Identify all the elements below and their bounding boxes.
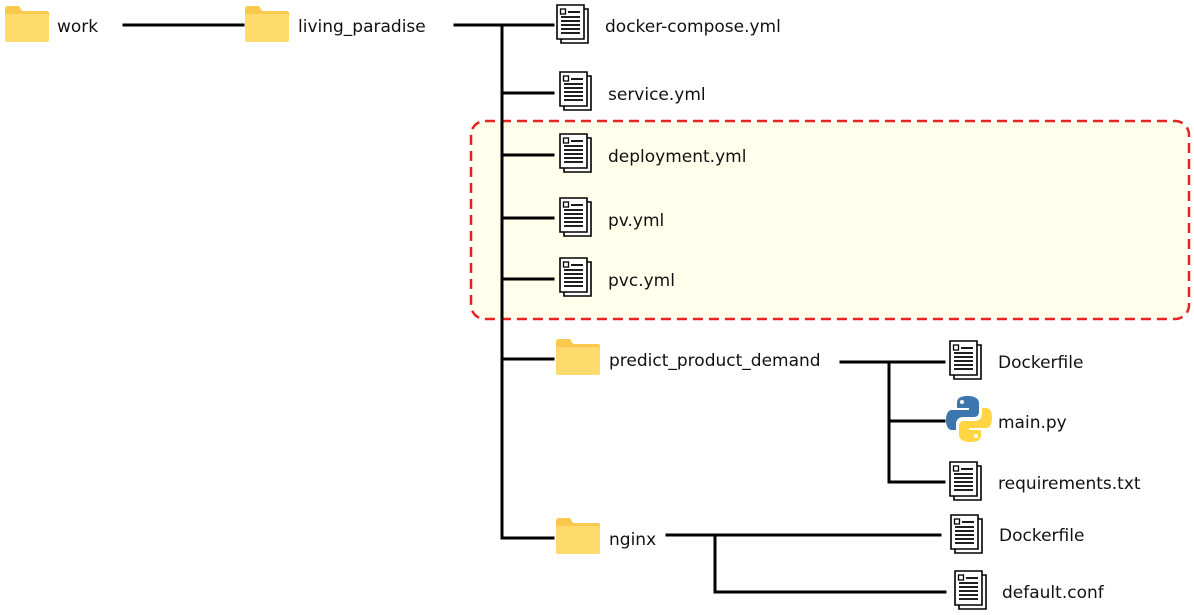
folder-node-work[interactable]: work — [5, 6, 98, 42]
document-icon — [949, 461, 982, 501]
folder-icon — [556, 339, 600, 375]
file-node-nginx-default-conf[interactable]: default.conf — [954, 570, 1105, 610]
document-icon — [559, 71, 592, 111]
file-label-service: service.yml — [608, 85, 706, 105]
file-node-pvc[interactable]: pvc.yml — [559, 257, 675, 297]
folder-label-predict-product-demand: predict_product_demand — [609, 351, 821, 371]
document-icon — [949, 340, 982, 380]
folder-label-living-paradise: living_paradise — [298, 17, 426, 37]
file-label-deployment: deployment.yml — [608, 147, 746, 167]
folder-node-predict-product-demand[interactable]: predict_product_demand — [556, 339, 821, 375]
file-label-pvc: pvc.yml — [608, 271, 675, 291]
file-node-nginx-dockerfile[interactable]: Dockerfile — [950, 514, 1084, 554]
file-label-pv: pv.yml — [608, 211, 664, 231]
file-node-docker-compose[interactable]: docker-compose.yml — [556, 4, 781, 44]
file-label-nginx-default-conf: default.conf — [1002, 583, 1105, 603]
file-node-deployment[interactable]: deployment.yml — [559, 133, 746, 173]
document-icon — [559, 133, 592, 173]
folder-icon — [245, 6, 289, 42]
file-node-pv[interactable]: pv.yml — [559, 197, 664, 237]
file-node-ppd-main[interactable]: main.py — [946, 396, 1067, 442]
folder-node-nginx[interactable]: nginx — [556, 518, 656, 554]
highlight-region — [469, 119, 1191, 321]
python-icon — [946, 396, 992, 442]
folder-icon — [5, 6, 49, 42]
file-node-ppd-dockerfile[interactable]: Dockerfile — [949, 340, 1083, 380]
file-node-service[interactable]: service.yml — [559, 71, 706, 111]
file-label-ppd-main: main.py — [998, 413, 1067, 433]
file-label-ppd-requirements: requirements.txt — [998, 474, 1141, 494]
file-label-docker-compose: docker-compose.yml — [605, 17, 781, 37]
file-label-nginx-dockerfile: Dockerfile — [999, 526, 1084, 546]
tree-connectors — [122, 23, 947, 594]
document-icon — [559, 197, 592, 237]
folder-node-living-paradise[interactable]: living_paradise — [245, 6, 426, 42]
document-icon — [950, 514, 983, 554]
folder-icon — [556, 518, 600, 554]
document-icon — [954, 570, 987, 610]
folder-label-work: work — [57, 17, 98, 37]
folder-label-nginx: nginx — [609, 530, 656, 550]
file-label-ppd-dockerfile: Dockerfile — [998, 353, 1083, 373]
document-icon — [559, 257, 592, 297]
document-icon — [556, 4, 589, 44]
file-node-ppd-requirements[interactable]: requirements.txt — [949, 461, 1141, 501]
